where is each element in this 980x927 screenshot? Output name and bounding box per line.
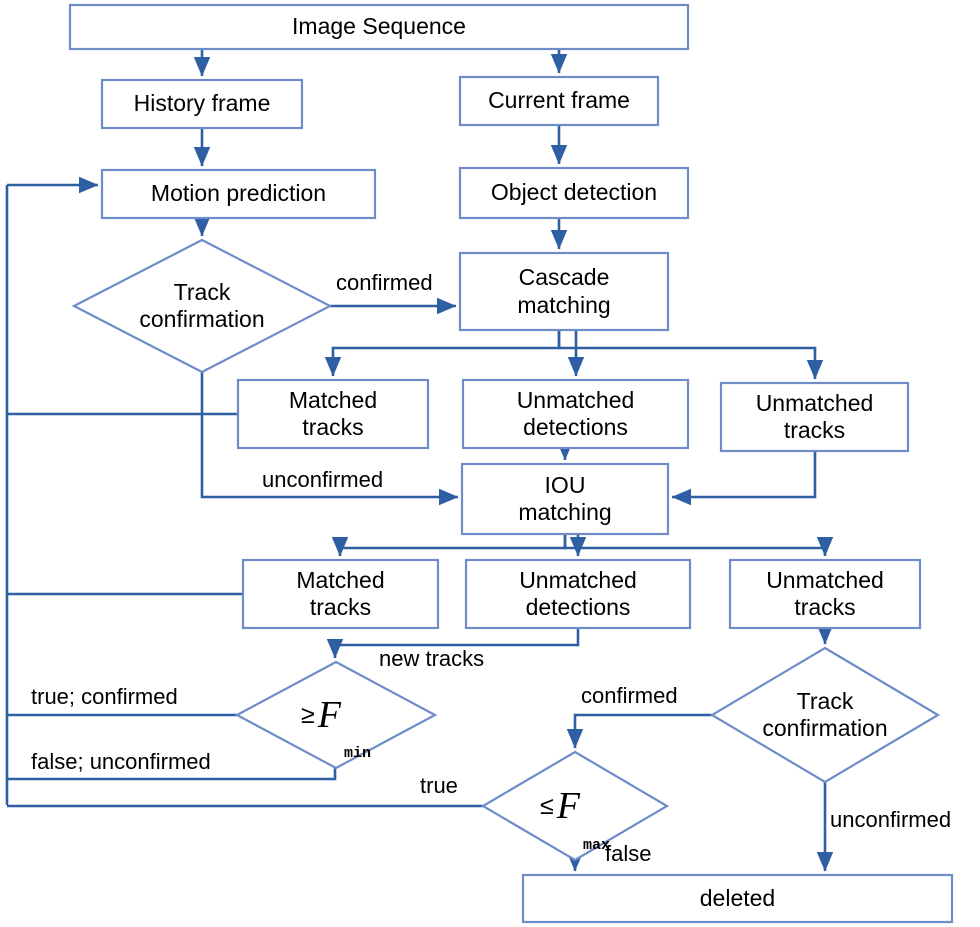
edge-iou-to-matched2 bbox=[331, 534, 567, 557]
edge-label-confirmed-bottom: confirmed bbox=[581, 683, 678, 708]
node-f-min-decision-shape[interactable] bbox=[234, 660, 438, 770]
edge-label-true-confirmed: true; confirmed bbox=[31, 684, 178, 709]
f-min-operator: ≥ bbox=[301, 700, 315, 729]
edge-label-unconfirmed-deleted: unconfirmed bbox=[830, 807, 952, 832]
f-max-operator: ≤ bbox=[540, 791, 554, 820]
edge-trackconf2-confirmed-to-fmax bbox=[566, 713, 712, 749]
f-max-variable: F bbox=[556, 785, 580, 827]
node-unmatched-detections-1-shape[interactable] bbox=[461, 378, 690, 450]
node-current-frame-shape[interactable] bbox=[458, 75, 660, 127]
f-min-variable: F bbox=[317, 694, 341, 736]
node-unmatched-detections-2-shape[interactable] bbox=[464, 558, 692, 630]
node-unmatched-tracks-2-shape[interactable] bbox=[728, 558, 922, 630]
edge-unmatcheddet2-to-fmin bbox=[326, 628, 580, 659]
edge-cascade-to-matched1 bbox=[324, 330, 561, 377]
edge-label-new-tracks: new tracks bbox=[379, 646, 485, 671]
edge-iou-to-unmatchedtrk2 bbox=[563, 534, 834, 557]
edge-label-false-fmax: false bbox=[605, 841, 652, 866]
feedback-connectors bbox=[5, 185, 483, 808]
node-deleted-shape[interactable] bbox=[521, 873, 954, 924]
node-cascade-matching-shape[interactable] bbox=[458, 251, 670, 332]
node-history-frame-shape[interactable] bbox=[100, 78, 304, 130]
node-matched-tracks-1-shape[interactable] bbox=[236, 378, 430, 450]
edge-fmin-false-to-feedback bbox=[7, 768, 337, 781]
f-min-subscript: min bbox=[343, 745, 371, 762]
edge-cascade-to-unmatchedtrk1 bbox=[557, 330, 824, 380]
node-f-max-decision-shape[interactable] bbox=[480, 750, 670, 862]
node-outlines bbox=[68, 3, 954, 924]
edge-label-unconfirmed-iou: unconfirmed bbox=[262, 467, 384, 492]
edge-label-confirmed-top: confirmed bbox=[336, 270, 433, 295]
node-object-detection-shape[interactable] bbox=[458, 166, 690, 220]
node-track-confirmation-2-shape[interactable] bbox=[709, 646, 941, 784]
node-matched-tracks-2-shape[interactable] bbox=[241, 558, 440, 630]
edge-label-true-fmax: true bbox=[420, 773, 458, 798]
node-unmatched-tracks-1-shape[interactable] bbox=[719, 381, 910, 453]
node-iou-matching-shape[interactable] bbox=[460, 462, 670, 536]
node-track-confirmation-1-shape[interactable] bbox=[71, 238, 333, 374]
node-motion-prediction-shape[interactable] bbox=[100, 168, 377, 220]
edge-unmatchedtrk1-to-iou bbox=[671, 451, 817, 506]
node-image-sequence-shape[interactable] bbox=[68, 3, 690, 51]
edge-label-false-unconfirmed: false; unconfirmed bbox=[31, 749, 211, 774]
f-max-subscript: max bbox=[582, 837, 610, 854]
